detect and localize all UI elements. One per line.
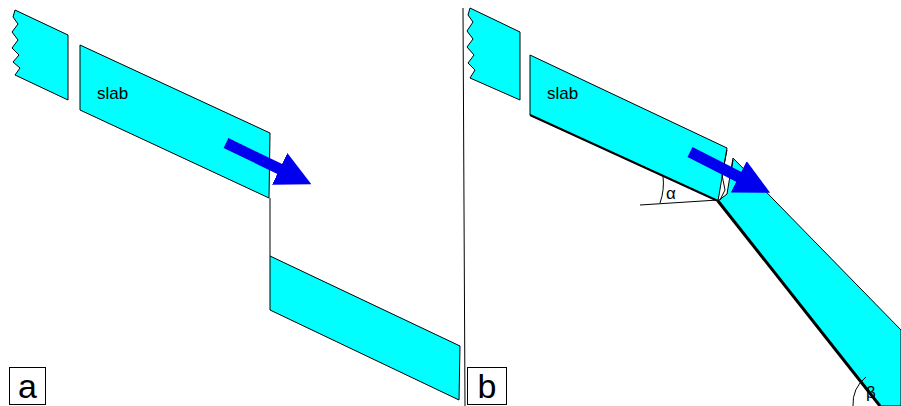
panel-letter: b	[478, 369, 497, 403]
panel-letter: a	[18, 369, 37, 403]
bent-slab	[718, 158, 901, 406]
reference-line	[640, 200, 718, 205]
slab-fragment	[12, 10, 68, 100]
slab-body	[80, 45, 270, 198]
panel-letter-box: a	[9, 367, 46, 405]
detached-slab	[270, 256, 460, 400]
angle-arc	[853, 377, 866, 406]
motion-arrow	[226, 143, 286, 172]
motion-arrow	[690, 152, 745, 180]
angle-label: β	[866, 383, 876, 403]
angle-label: α	[666, 184, 676, 204]
slab-label: slab	[97, 84, 128, 104]
slab-fragment	[467, 8, 520, 100]
fault-line	[270, 198, 271, 256]
panel-divider	[463, 8, 465, 406]
angle-arc	[660, 176, 663, 203]
slab-base	[718, 201, 880, 406]
panel-letter-box: b	[467, 367, 507, 405]
slab-body	[530, 55, 727, 201]
slab-label: slab	[547, 84, 578, 104]
